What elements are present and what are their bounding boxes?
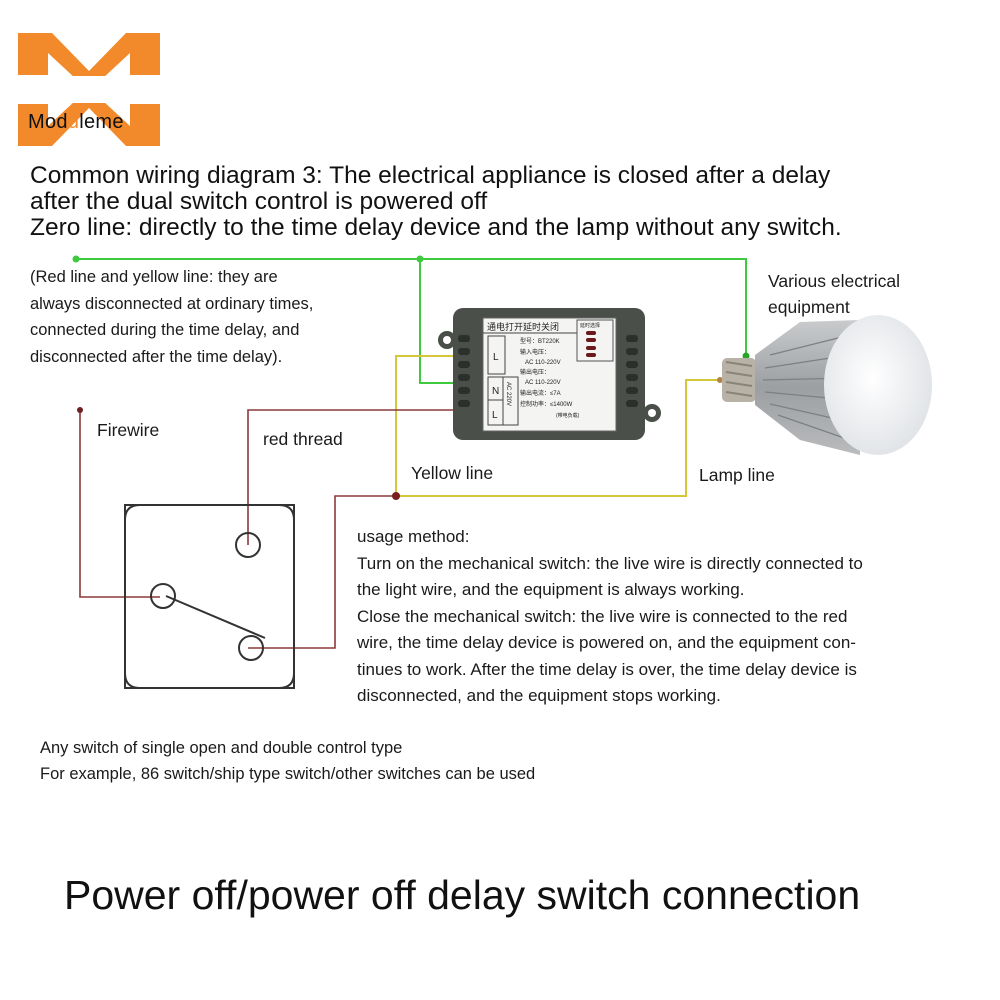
timing-header: 延时选择: [580, 322, 600, 329]
terminal-l: L: [492, 410, 498, 421]
note-line-3: connected during the time delay, and: [30, 321, 300, 339]
switch-footnote: Any switch of single open and double con…: [40, 735, 535, 787]
note-block: (Red line and yellow line: they are alwa…: [30, 264, 313, 370]
firewire-label: Firewire: [97, 420, 160, 440]
device-model: 型号：BT220K: [520, 337, 560, 345]
note-line-4: disconnected after the time delay).: [30, 347, 283, 366]
terminal-n: N: [492, 386, 499, 397]
moduleme-logo: Moduleme: [18, 33, 160, 146]
usage-heading: usage method:: [357, 527, 470, 546]
output-voltage-label: 输出电压：: [520, 368, 550, 376]
equipment-label: Various electrical equipment: [768, 268, 900, 320]
usage-line-2: the light wire, and the equipment is alw…: [357, 580, 745, 599]
usage-line-5: tinues to work. After the time delay is …: [357, 659, 857, 679]
yellow-wire: [395, 355, 720, 497]
yellow-line-label: Yellow line: [411, 463, 494, 483]
device-title: 通电打开延时关闭: [487, 321, 559, 332]
terminal-l-top: L: [493, 352, 499, 363]
lamp-neutral-dot: [742, 352, 750, 360]
usage-line-3: Close the mechanical switch: the live wi…: [357, 606, 848, 626]
live-wire: [79, 409, 462, 649]
control-power: 控制功率：≤1400W: [520, 400, 573, 408]
title-line-1: Common wiring diagram 3: The electrical …: [30, 162, 831, 189]
neutral-junction-dot: [72, 255, 80, 263]
title-line-3: Zero line: directly to the time delay de…: [30, 214, 842, 241]
output-current: 输出电流：≤7A: [520, 389, 561, 397]
device-label-text: 通电打开延时关闭 L N L 型号：BT220K 输入电压： AC 110-22…: [487, 321, 600, 421]
lamp-terminal-dot: [717, 377, 723, 383]
title-line-2: after the dual switch control is powered…: [30, 188, 488, 215]
note-line-1: (Red line and yellow line: they are: [30, 268, 278, 286]
neutral-wire: [76, 258, 747, 384]
neutral-junction-dot: [416, 255, 424, 263]
logo-mark-icon: [18, 33, 160, 146]
input-voltage: AC 110-220V: [525, 360, 561, 366]
load-note: (带电负载): [556, 412, 580, 419]
mechanical-switch: [124, 504, 295, 689]
usage-line-6: disconnected, and the equipment stops wo…: [357, 686, 721, 705]
output-voltage: AC 110-220V: [525, 380, 561, 386]
footnote-line-1: Any switch of single open and double con…: [40, 739, 403, 757]
footnote-line-2: For example, 86 switch/ship type switch/…: [40, 765, 536, 783]
equipment-label-line-2: equipment: [768, 297, 850, 317]
light-bulb: [722, 315, 932, 455]
yellow-junction-dot: [392, 492, 400, 500]
usage-method: usage method: Turn on the mechanical swi…: [357, 524, 977, 710]
red-thread-label: red thread: [263, 429, 343, 449]
usage-line-4: wire, the time delay device is powered o…: [357, 633, 856, 652]
caption: Power off/power off delay switch connect…: [64, 872, 861, 918]
equipment-label-line-1: Various electrical: [768, 271, 900, 291]
time-delay-module: [438, 308, 661, 440]
logo-text: Moduleme: [28, 111, 124, 133]
usage-line-1: Turn on the mechanical switch: the live …: [357, 553, 863, 573]
input-voltage-label: 输入电压：: [520, 348, 550, 356]
lamp-line-label: Lamp line: [699, 465, 775, 485]
diagram-title: Common wiring diagram 3: The electrical …: [30, 163, 842, 241]
firewire-terminal-dot: [77, 407, 83, 413]
note-line-2: always disconnected at ordinary times,: [30, 294, 314, 313]
supply-voltage: AC 220V: [505, 382, 511, 406]
